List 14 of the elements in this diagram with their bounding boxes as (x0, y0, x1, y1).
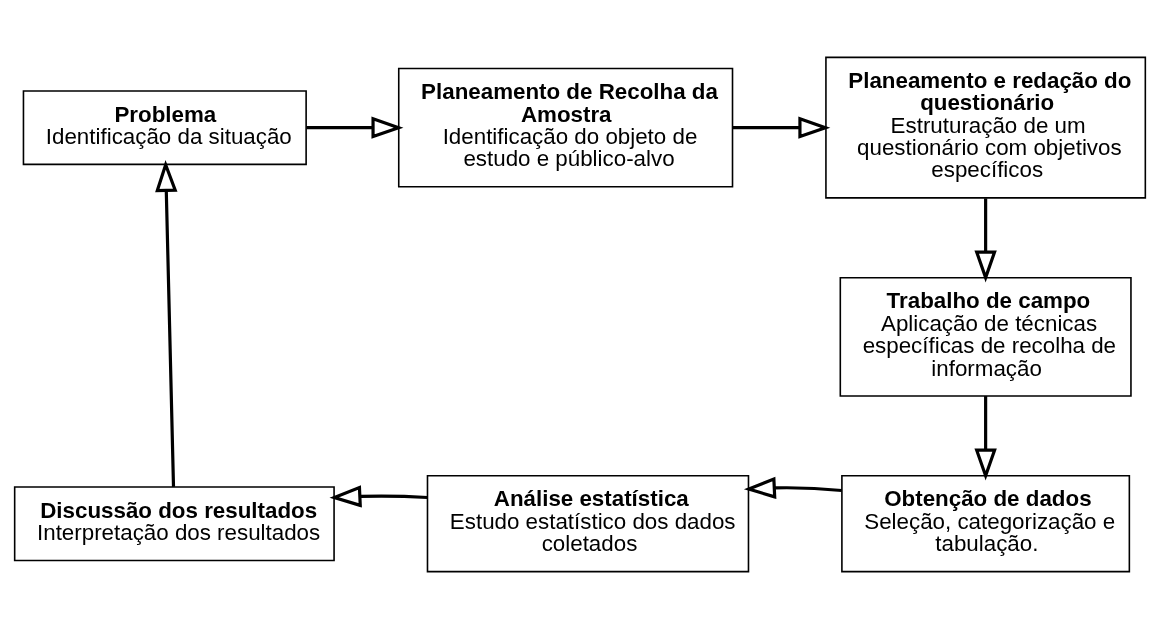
node-box: Discussão dos resultados Interpretação dos resultados (13, 485, 335, 561)
node-box: Análise estatística Estudo estatístico dos dados coletados (426, 474, 750, 572)
node-box: Obtenção de dados Seleção, categorização e tabulação. (841, 474, 1131, 572)
arrow (732, 115, 831, 139)
arrow (974, 197, 997, 282)
arrow (329, 484, 428, 508)
node-box: Planeamento de Recolha da Amostra Identificação do objeto de estudo e público-alvo (397, 67, 734, 188)
node-box: Planeamento e redação do questionário Estruturação de um questionário com objetivos específicos (825, 56, 1147, 199)
arrow (743, 476, 842, 499)
node-box: Problema Identificação da situação (22, 89, 307, 165)
arrow (155, 159, 178, 487)
node-box: Trabalho de campo Aplicação de técnicas específicas de recolha de informação (839, 276, 1132, 397)
arrow (306, 115, 404, 139)
arrow (974, 395, 997, 481)
